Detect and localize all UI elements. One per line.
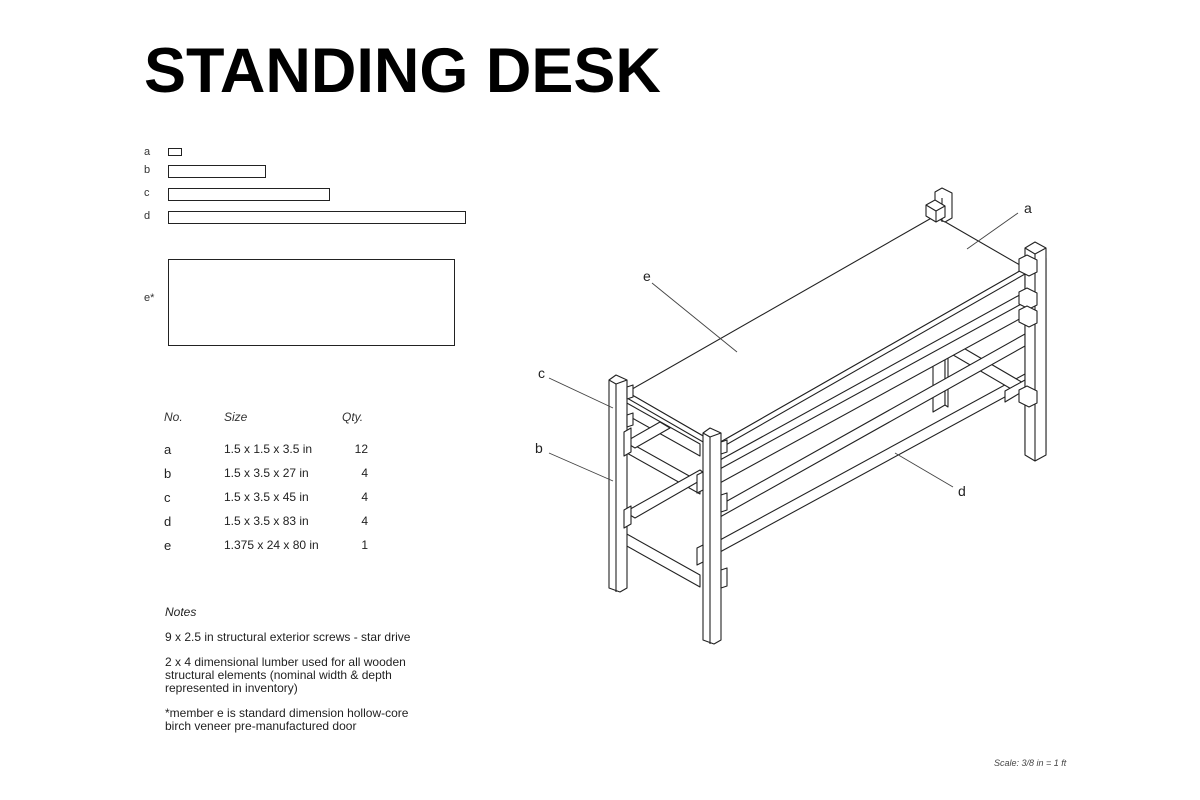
table-row: c 1.5 x 3.5 x 45 in 4 xyxy=(164,490,374,508)
header-no: No. xyxy=(164,410,183,424)
table-row: d 1.5 x 3.5 x 83 in 4 xyxy=(164,514,374,532)
cell-no: c xyxy=(164,490,171,505)
cell-qty: 12 xyxy=(354,442,368,456)
part-label: b xyxy=(144,164,151,176)
header-size: Size xyxy=(224,410,248,424)
leader-c xyxy=(548,377,614,409)
cell-no: e xyxy=(164,538,172,553)
panel-e-shape xyxy=(168,259,455,346)
cell-size: 1.375 x 24 x 80 in xyxy=(224,538,319,552)
table-row: e 1.375 x 24 x 80 in 1 xyxy=(164,538,374,556)
part-bar-b xyxy=(168,165,266,178)
callout-a: a xyxy=(1024,200,1032,216)
leg-front-left xyxy=(608,374,628,593)
cell-qty: 4 xyxy=(361,514,368,528)
part-label: c xyxy=(144,187,150,199)
cell-size: 1.5 x 3.5 x 45 in xyxy=(224,490,309,504)
notes-title: Notes xyxy=(165,605,197,619)
leg-front-right xyxy=(702,427,722,645)
leader-d xyxy=(894,452,954,488)
table-row: a 1.5 x 1.5 x 3.5 in 12 xyxy=(164,442,374,460)
part-bar-a xyxy=(168,148,182,156)
table-row: b 1.5 x 3.5 x 27 in 4 xyxy=(164,466,374,484)
callout-e: e xyxy=(643,268,651,284)
notes-section: Notes 9 x 2.5 in structural exterior scr… xyxy=(165,606,425,745)
note-item: 9 x 2.5 in structural exterior screws - … xyxy=(165,630,411,644)
cell-qty: 4 xyxy=(361,490,368,504)
header-qty: Qty. xyxy=(342,410,364,424)
part-label: d xyxy=(144,210,151,222)
callout-b: b xyxy=(535,440,543,456)
cell-size: 1.5 x 3.5 x 83 in xyxy=(224,514,309,528)
leader-a xyxy=(966,212,1019,250)
cell-no: b xyxy=(164,466,172,481)
panel-label: e* xyxy=(144,292,155,304)
cell-qty: 4 xyxy=(361,466,368,480)
part-label: a xyxy=(144,146,151,158)
cell-no: d xyxy=(164,514,172,529)
note-item: 2 x 4 dimensional lumber used for all wo… xyxy=(165,655,406,695)
cell-size: 1.5 x 1.5 x 3.5 in xyxy=(224,442,313,456)
leader-b xyxy=(548,452,614,482)
cell-no: a xyxy=(164,442,172,457)
callout-c: c xyxy=(538,365,545,381)
cell-qty: 1 xyxy=(361,538,368,552)
callout-d: d xyxy=(958,483,966,499)
part-bar-d xyxy=(168,211,466,224)
scale-note: Scale: 3/8 in = 1 ft xyxy=(994,758,1067,768)
leader-e xyxy=(651,282,738,353)
part-bar-c xyxy=(168,188,330,201)
note-item: *member e is standard dimension hollow-c… xyxy=(165,706,409,733)
page-title: STANDING DESK xyxy=(144,36,661,106)
cell-size: 1.5 x 3.5 x 27 in xyxy=(224,466,309,480)
